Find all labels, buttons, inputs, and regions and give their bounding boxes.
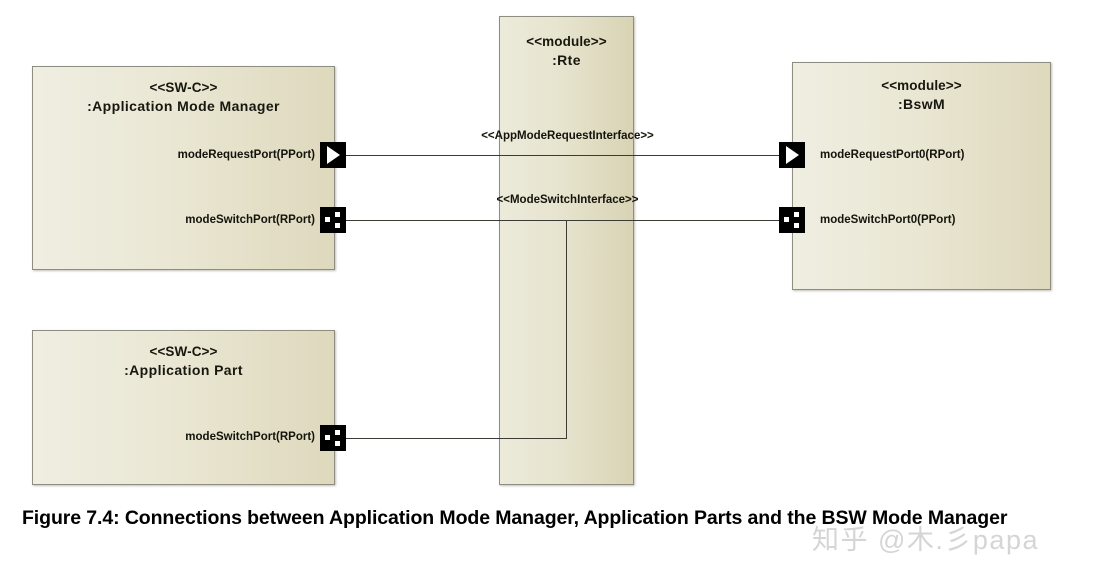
port-rport-icon-mode-switch-port-app-part[interactable] [320,425,346,451]
triangle-right-icon [786,146,799,164]
port-label-mode-request-port0: modeRequestPort0(RPort) [820,149,965,161]
dot-left-icon [325,435,330,440]
dot-upper-icon [794,212,799,217]
dot-left-icon [784,217,789,222]
port-pport-icon-mode-request-port[interactable] [320,142,346,168]
component-rte-header: <<module>> :Rte [500,33,633,69]
component-application-mode-manager[interactable]: <<SW-C>> :Application Mode Manager [32,66,335,270]
port-label-mode-switch-port0: modeSwitchPort0(PPort) [820,214,956,226]
component-application-mode-manager-instance: :Application Mode Manager [87,97,280,114]
component-application-part[interactable]: <<SW-C>> :Application Part [32,330,335,485]
port-label-mode-switch-port: modeSwitchPort(RPort) [185,214,315,226]
component-bswm-stereotype: <<module>> [881,78,962,93]
component-application-part-stereotype: <<SW-C>> [149,344,218,359]
component-rte-instance: :Rte [552,51,581,68]
port-rport-icon-mode-switch-port[interactable] [320,207,346,233]
dot-upper-icon [335,430,340,435]
port-pport-icon-mode-request-port0[interactable] [779,142,805,168]
connector-mode-switch-interface [344,220,792,221]
component-application-part-header: <<SW-C>> :Application Part [33,343,334,379]
dot-upper-icon [335,212,340,217]
component-application-mode-manager-stereotype: <<SW-C>> [149,80,218,95]
component-application-part-instance: :Application Part [124,361,243,378]
port-label-mode-request-port: modeRequestPort(PPort) [177,149,315,161]
dot-lower-icon [794,223,799,228]
interface-label-mode-switch: <<ModeSwitchInterface>> [496,194,639,206]
port-rport-icon-mode-switch-port0[interactable] [779,207,805,233]
connector-app-mode-request-interface [344,155,792,156]
connector-application-part-vertical [566,220,567,439]
dot-lower-icon [335,441,340,446]
triangle-right-icon [327,146,340,164]
port-label-mode-switch-port-app-part: modeSwitchPort(RPort) [185,431,315,443]
component-bswm-instance: :BswM [897,95,946,112]
interface-label-app-mode-request: <<AppModeRequestInterface>> [481,130,654,142]
component-rte-stereotype: <<module>> [526,34,607,49]
connector-application-part-horizontal [344,438,567,439]
dot-left-icon [325,217,330,222]
component-bswm-header: <<module>> :BswM [793,77,1050,113]
figure-caption: Figure 7.4: Connections between Applicat… [22,507,1008,529]
dot-lower-icon [335,223,340,228]
component-application-mode-manager-header: <<SW-C>> :Application Mode Manager [33,79,334,115]
component-bswm[interactable]: <<module>> :BswM [792,62,1051,290]
